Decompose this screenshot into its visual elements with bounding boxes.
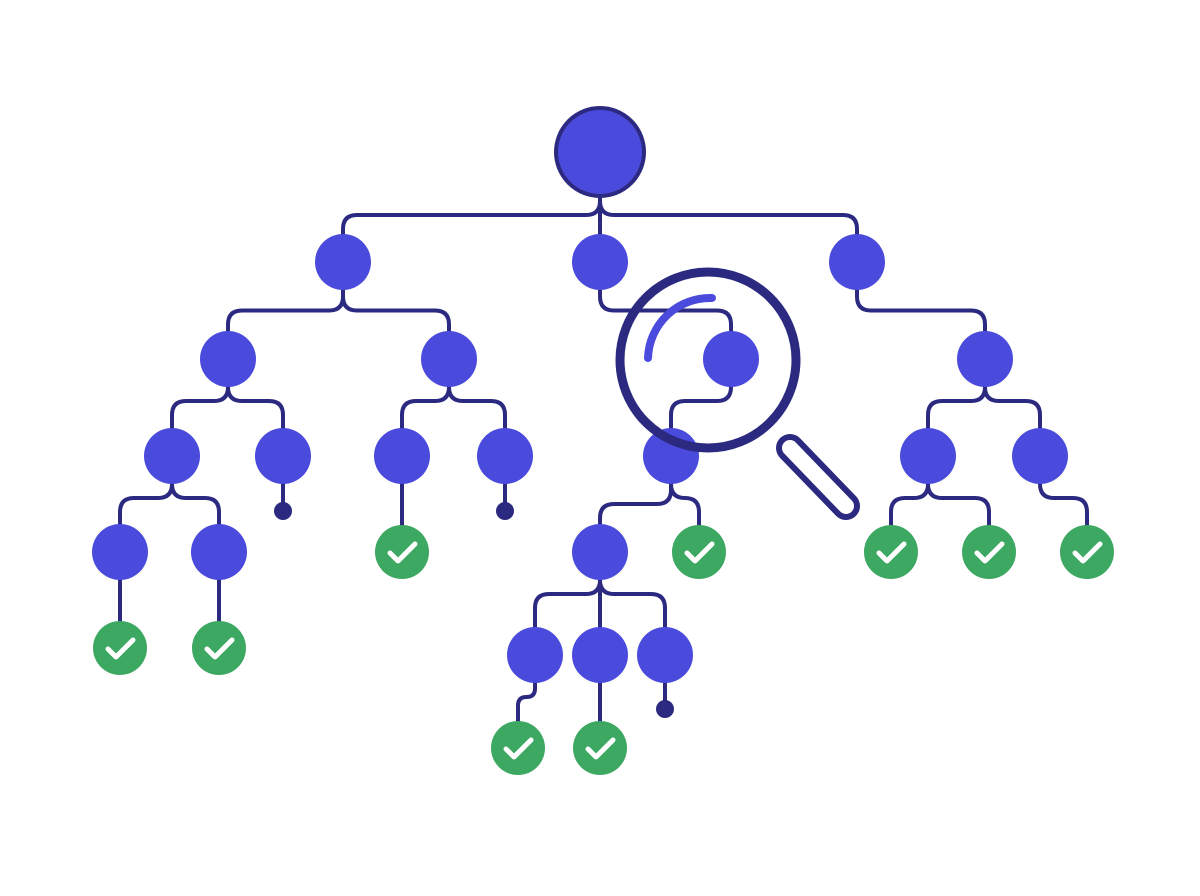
tree-edge	[926, 482, 991, 527]
check-mark-icon	[1072, 541, 1103, 564]
check-mark-icon	[876, 541, 907, 564]
check-mark-icon	[585, 737, 616, 760]
magnifier-lens-ring	[615, 267, 801, 453]
check-mark-icon	[204, 637, 235, 660]
tree-node	[200, 331, 256, 387]
tree-node	[572, 524, 628, 580]
tree-edge	[400, 385, 451, 430]
tree-edges	[118, 194, 1089, 723]
check-circle-icon	[491, 721, 545, 775]
root-node	[554, 106, 646, 198]
success-leaf	[962, 525, 1016, 579]
magnifier-handle-fill	[782, 440, 854, 514]
tree-edge	[447, 385, 507, 430]
tree-node	[191, 524, 247, 580]
tree-edge	[170, 385, 230, 430]
check-circle-icon	[864, 525, 918, 579]
tree-edge	[926, 385, 987, 430]
tree-edge	[983, 385, 1042, 430]
tree-node	[92, 524, 148, 580]
tree-node	[315, 234, 371, 290]
tree-node	[421, 331, 477, 387]
tree-edge	[118, 482, 174, 526]
tree-node	[572, 627, 628, 683]
success-leaf	[491, 721, 545, 775]
dead-end-dot	[274, 502, 292, 520]
tree-edge	[226, 385, 285, 430]
tree-edge	[516, 681, 537, 723]
tree-edge	[1038, 482, 1089, 527]
dead-end-dot	[656, 700, 674, 718]
tree-node	[900, 428, 956, 484]
check-mark-icon	[387, 541, 418, 564]
check-circle-icon	[192, 621, 246, 675]
check-circle-icon	[1060, 525, 1114, 579]
magnifier-lens-glint	[644, 293, 716, 362]
success-leaf	[375, 525, 429, 579]
tree-node	[477, 428, 533, 484]
success-leaf	[192, 621, 246, 675]
check-circle-icon	[962, 525, 1016, 579]
tree-edge	[170, 482, 221, 526]
tree-node	[1012, 428, 1068, 484]
tree-node	[374, 428, 430, 484]
tree-node	[144, 428, 200, 484]
magnifying-glass-icon	[615, 267, 860, 520]
tree-edge	[598, 482, 673, 526]
tree-node	[703, 331, 759, 387]
tree-edge	[598, 578, 667, 629]
tree-edge	[598, 288, 733, 333]
tree-node	[255, 428, 311, 484]
tree-edge	[669, 482, 701, 527]
check-mark-icon	[105, 637, 136, 660]
success-leaf	[1060, 525, 1114, 579]
tree-node	[957, 331, 1013, 387]
dead-end-dot	[496, 502, 514, 520]
success-leaf	[864, 525, 918, 579]
check-circle-icon	[672, 525, 726, 579]
tree-edge	[669, 385, 733, 430]
check-mark-icon	[974, 541, 1005, 564]
check-circle-icon	[93, 621, 147, 675]
check-mark-icon	[684, 541, 715, 564]
tree-node	[507, 627, 563, 683]
success-leaf	[573, 721, 627, 775]
success-leaf	[672, 525, 726, 579]
tree-node	[637, 627, 693, 683]
tree-node	[829, 234, 885, 290]
tree-edge	[855, 288, 987, 333]
tree-node	[572, 234, 628, 290]
success-leaf	[93, 621, 147, 675]
tree-nodes	[92, 106, 1114, 775]
check-mark-icon	[503, 737, 534, 760]
check-circle-icon	[573, 721, 627, 775]
check-circle-icon	[375, 525, 429, 579]
tree-edge	[598, 194, 859, 236]
tree-edge	[341, 288, 451, 333]
tree-edge	[889, 482, 930, 527]
